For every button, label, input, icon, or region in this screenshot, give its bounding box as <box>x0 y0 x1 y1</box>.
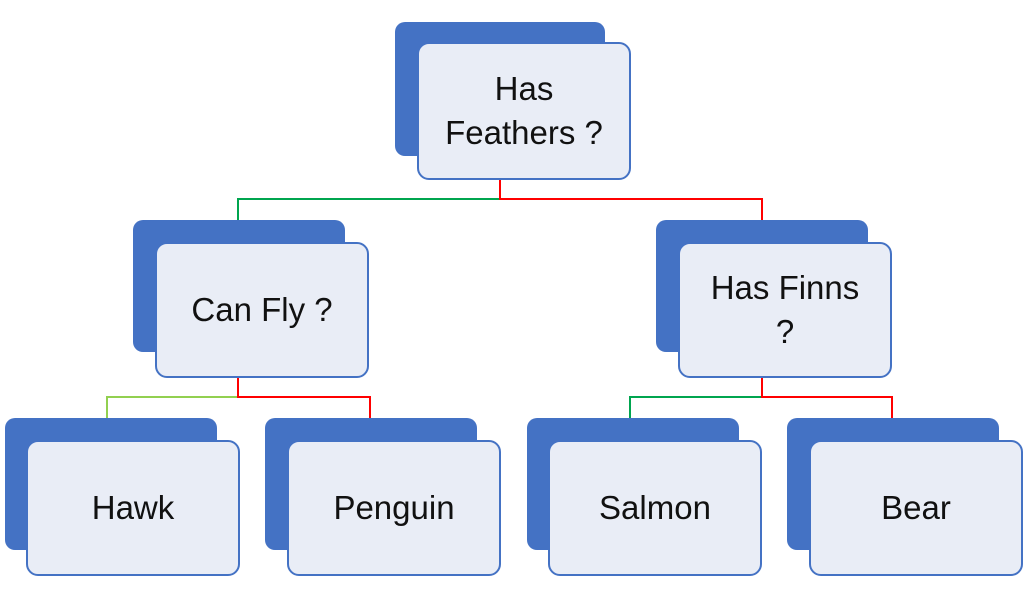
node-label: Bear <box>881 489 951 526</box>
edge-can_fly-to-hawk <box>106 378 239 418</box>
node-label: Penguin <box>333 489 455 526</box>
node-box: Hawk <box>26 440 240 576</box>
edge-root-to-has_finns <box>499 180 763 220</box>
node-label: Has Feathers ? <box>445 70 603 151</box>
edge-can_fly-to-penguin <box>237 378 371 418</box>
node-label: Hawk <box>91 489 175 526</box>
node-label: Can Fly ? <box>191 291 333 328</box>
edge-has_finns-to-bear <box>761 378 893 418</box>
node-label: Has Finns ? <box>710 269 860 350</box>
node-box: Has Finns ? <box>678 242 892 378</box>
node-label: Salmon <box>599 489 711 526</box>
edge-root-to-can_fly <box>237 180 501 220</box>
node-box: Penguin <box>287 440 501 576</box>
node-box: Bear <box>809 440 1023 576</box>
node-box: Can Fly ? <box>155 242 369 378</box>
node-box: Has Feathers ? <box>417 42 631 180</box>
edge-has_finns-to-salmon <box>629 378 763 418</box>
node-box: Salmon <box>548 440 762 576</box>
